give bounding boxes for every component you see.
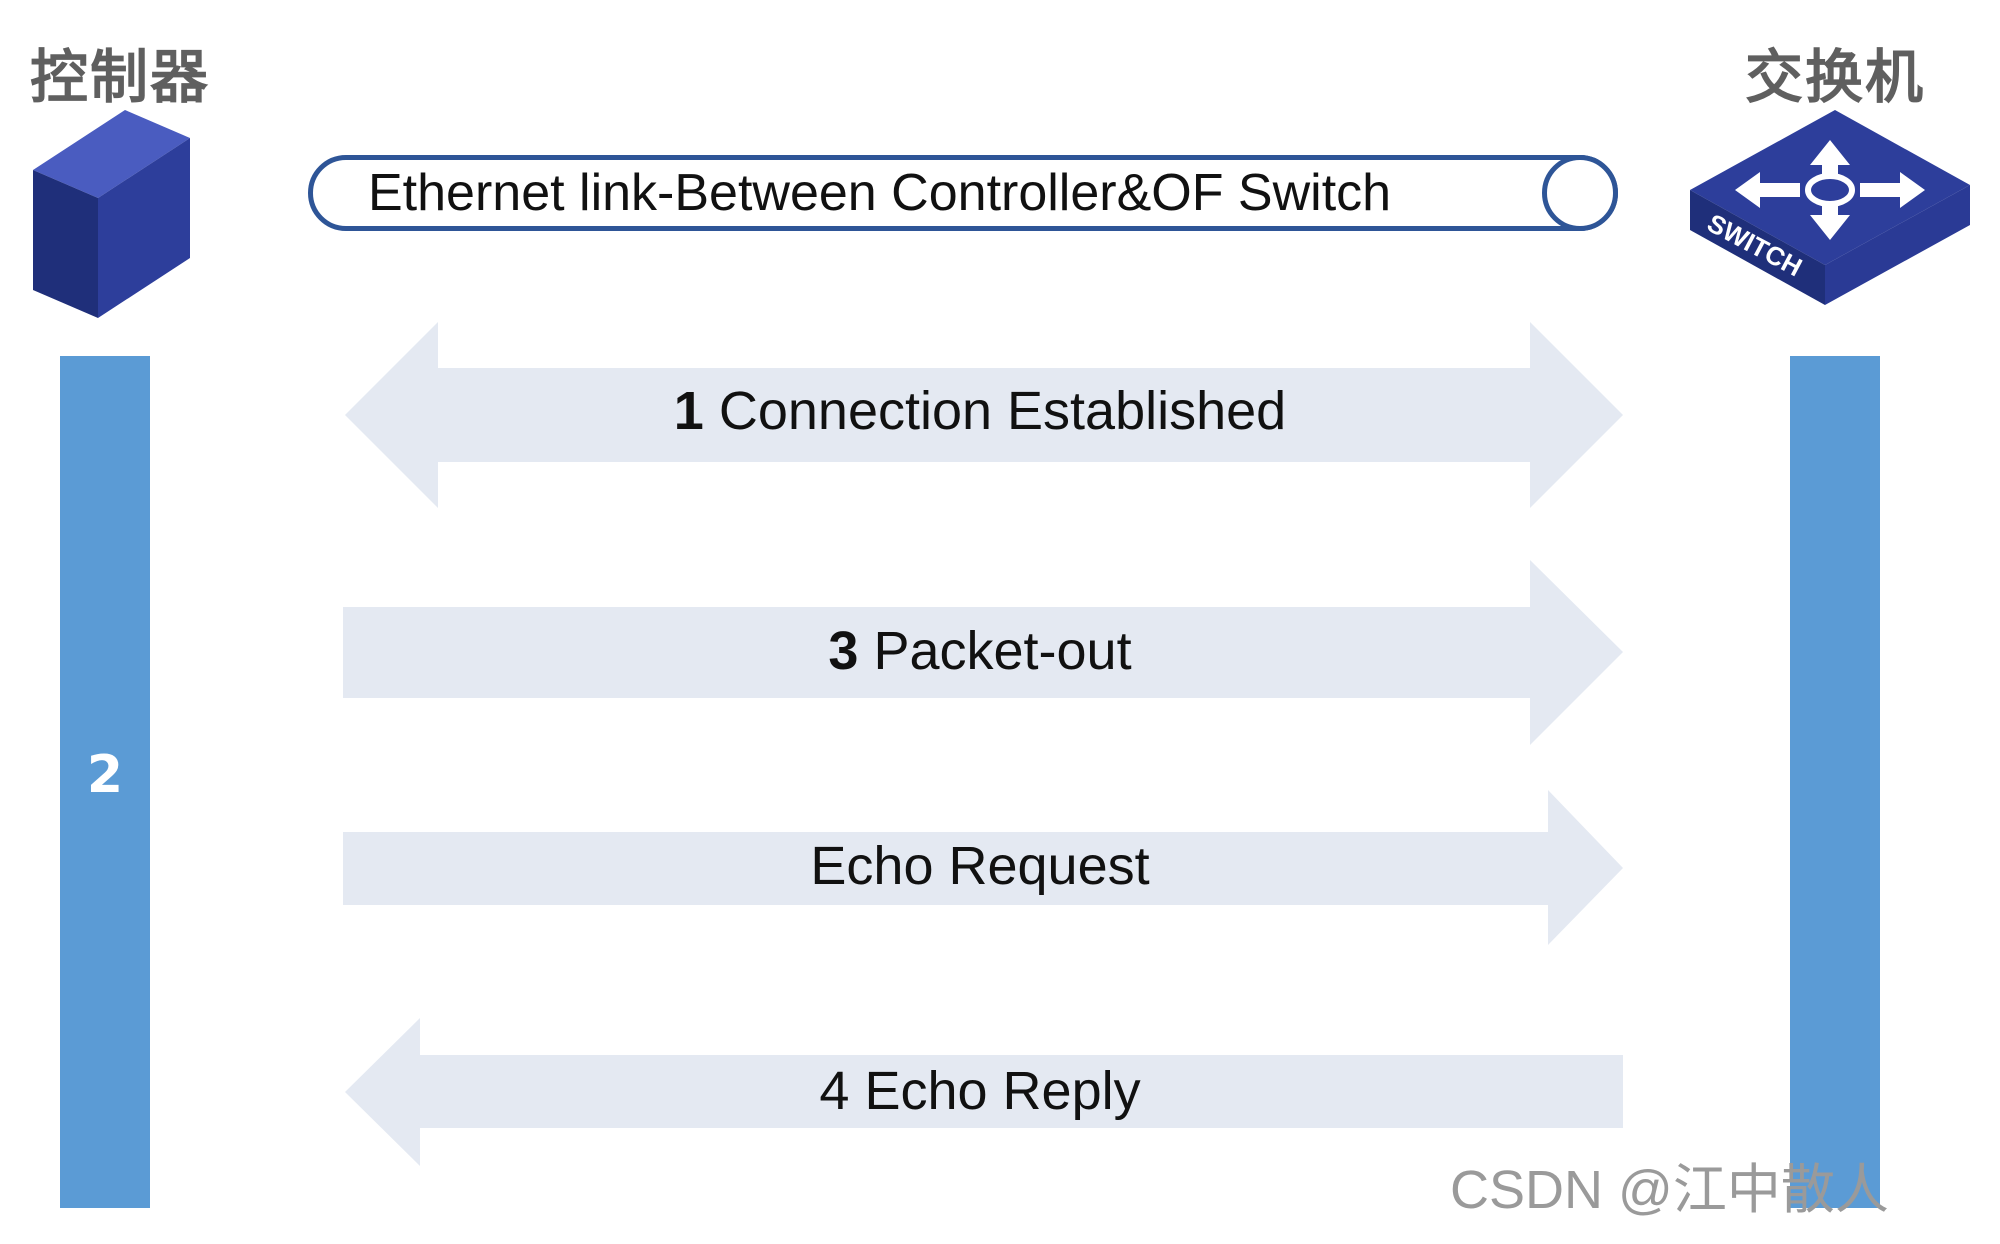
controller-lifeline (60, 356, 150, 1208)
switch-lifeline (1790, 356, 1880, 1208)
switch-device-icon: SWITCH (1690, 110, 1970, 305)
message-text: Echo Request (810, 836, 1150, 896)
controller-label: 控制器 (30, 43, 211, 111)
controller-step-number: 2 (86, 745, 124, 805)
message-text: Connection Established (718, 381, 1287, 441)
watermark: CSDN @江中散人 (1450, 1160, 1889, 1220)
arrow-packet-out (343, 560, 1623, 745)
message-echo-request: Echo Request (340, 835, 1620, 897)
message-number: 4 (819, 1061, 850, 1121)
message-packet-out: 3 Packet-out (340, 620, 1620, 682)
ethernet-link-label: Ethernet link-Between Controller&OF Swit… (368, 164, 1392, 222)
message-number: 1 (673, 381, 704, 441)
message-text: Packet-out (873, 621, 1132, 681)
ethernet-link: Ethernet link-Between Controller&OF Swit… (308, 155, 1618, 231)
message-text: Echo Reply (864, 1061, 1141, 1121)
controller-server-icon (33, 110, 190, 318)
message-echo-reply: 4 Echo Reply (340, 1060, 1620, 1122)
switch-arrows-icon (1735, 140, 1925, 240)
message-connection-established: 1 Connection Established (340, 380, 1620, 442)
message-number: 3 (828, 621, 859, 681)
switch-label: 交换机 (1745, 43, 1926, 111)
arrow-connection-established (345, 322, 1623, 508)
link-cap-circle (1542, 155, 1618, 231)
arrow-echo-request (343, 790, 1623, 945)
arrow-echo-reply (345, 1018, 1623, 1166)
